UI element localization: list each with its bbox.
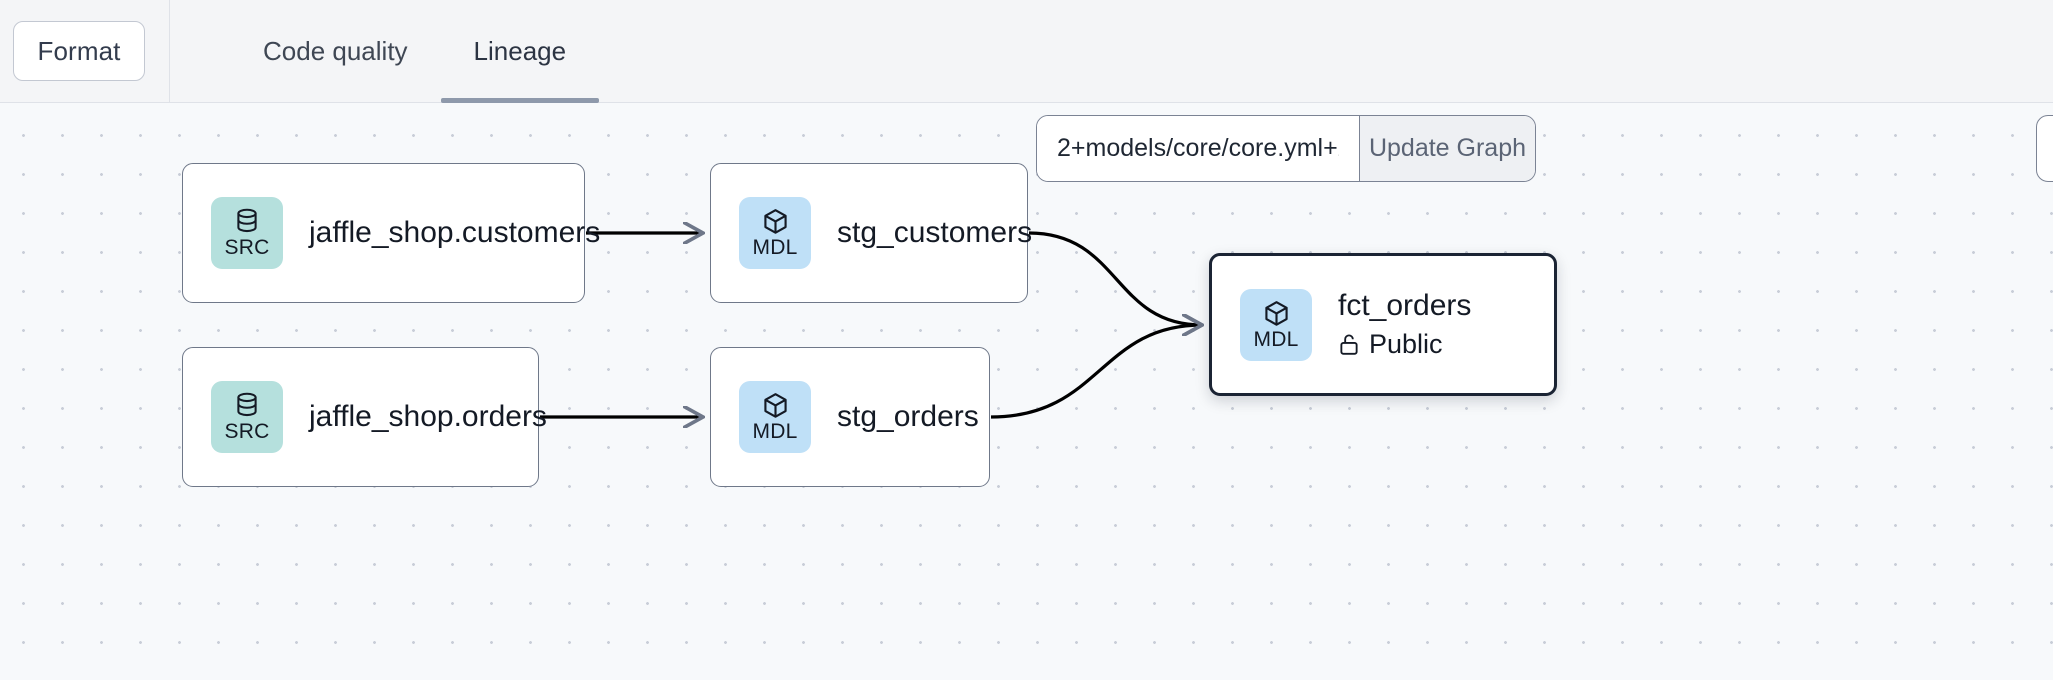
source-badge: SRC (211, 381, 283, 453)
cube-icon (1264, 300, 1288, 326)
node-body: stg_customers (837, 216, 1032, 251)
lineage-node-src-orders[interactable]: SRC jaffle_shop.orders (182, 347, 547, 487)
cube-icon (763, 393, 787, 418)
tab-bar: Code quality Lineage (170, 0, 599, 103)
node-title: stg_orders (837, 399, 979, 433)
lineage-node-stg-orders[interactable]: MDL stg_orders (710, 347, 990, 487)
lineage-node-src-customers[interactable]: SRC jaffle_shop.customers (182, 163, 600, 303)
toolbar: Format Code quality Lineage (0, 0, 2053, 103)
graph-side-control-panel[interactable] (2036, 115, 2053, 182)
graph-selector-input[interactable] (1037, 116, 1359, 181)
badge-label: MDL (752, 236, 798, 259)
edge-stg-customers-to-fct-orders (1028, 231, 1202, 325)
graph-controls: Update Graph (1036, 115, 1536, 182)
unlock-icon (1340, 334, 1358, 355)
lineage-canvas[interactable]: Update Graph SRC jaffle_shop.customers S… (0, 103, 2053, 680)
lineage-node-stg-customers[interactable]: MDL stg_customers (710, 163, 1032, 303)
model-badge: MDL (739, 381, 811, 453)
format-button[interactable]: Format (13, 21, 145, 81)
node-body: stg_orders (837, 400, 979, 435)
node-title: fct_orders (1338, 289, 1472, 323)
badge-label: MDL (1253, 327, 1299, 351)
update-graph-button[interactable]: Update Graph (1359, 116, 1535, 181)
database-icon (237, 392, 257, 417)
badge-label: MDL (752, 420, 798, 443)
badge-label: SRC (224, 420, 270, 443)
tab-lineage[interactable]: Lineage (440, 0, 600, 103)
node-title: jaffle_shop.customers (309, 215, 601, 249)
badge-label: SRC (224, 236, 270, 259)
edge-stg-orders-to-fct-orders (990, 325, 1202, 419)
model-badge: MDL (739, 197, 811, 269)
node-body: jaffle_shop.customers (309, 216, 600, 251)
model-badge: MDL (1240, 288, 1312, 361)
format-button-group: Format (0, 0, 170, 103)
cube-icon (763, 209, 787, 234)
source-badge: SRC (211, 197, 283, 269)
node-access: Public (1338, 329, 1471, 360)
node-title: jaffle_shop.orders (309, 399, 547, 433)
node-title: stg_customers (837, 215, 1033, 249)
lineage-node-fct-orders[interactable]: MDL fct_orders Public (1209, 253, 1557, 396)
node-body: jaffle_shop.orders (309, 400, 547, 435)
node-body: fct_orders Public (1338, 289, 1471, 360)
node-access-label: Public (1369, 328, 1443, 359)
tab-code-quality[interactable]: Code quality (263, 35, 408, 66)
database-icon (237, 208, 257, 233)
